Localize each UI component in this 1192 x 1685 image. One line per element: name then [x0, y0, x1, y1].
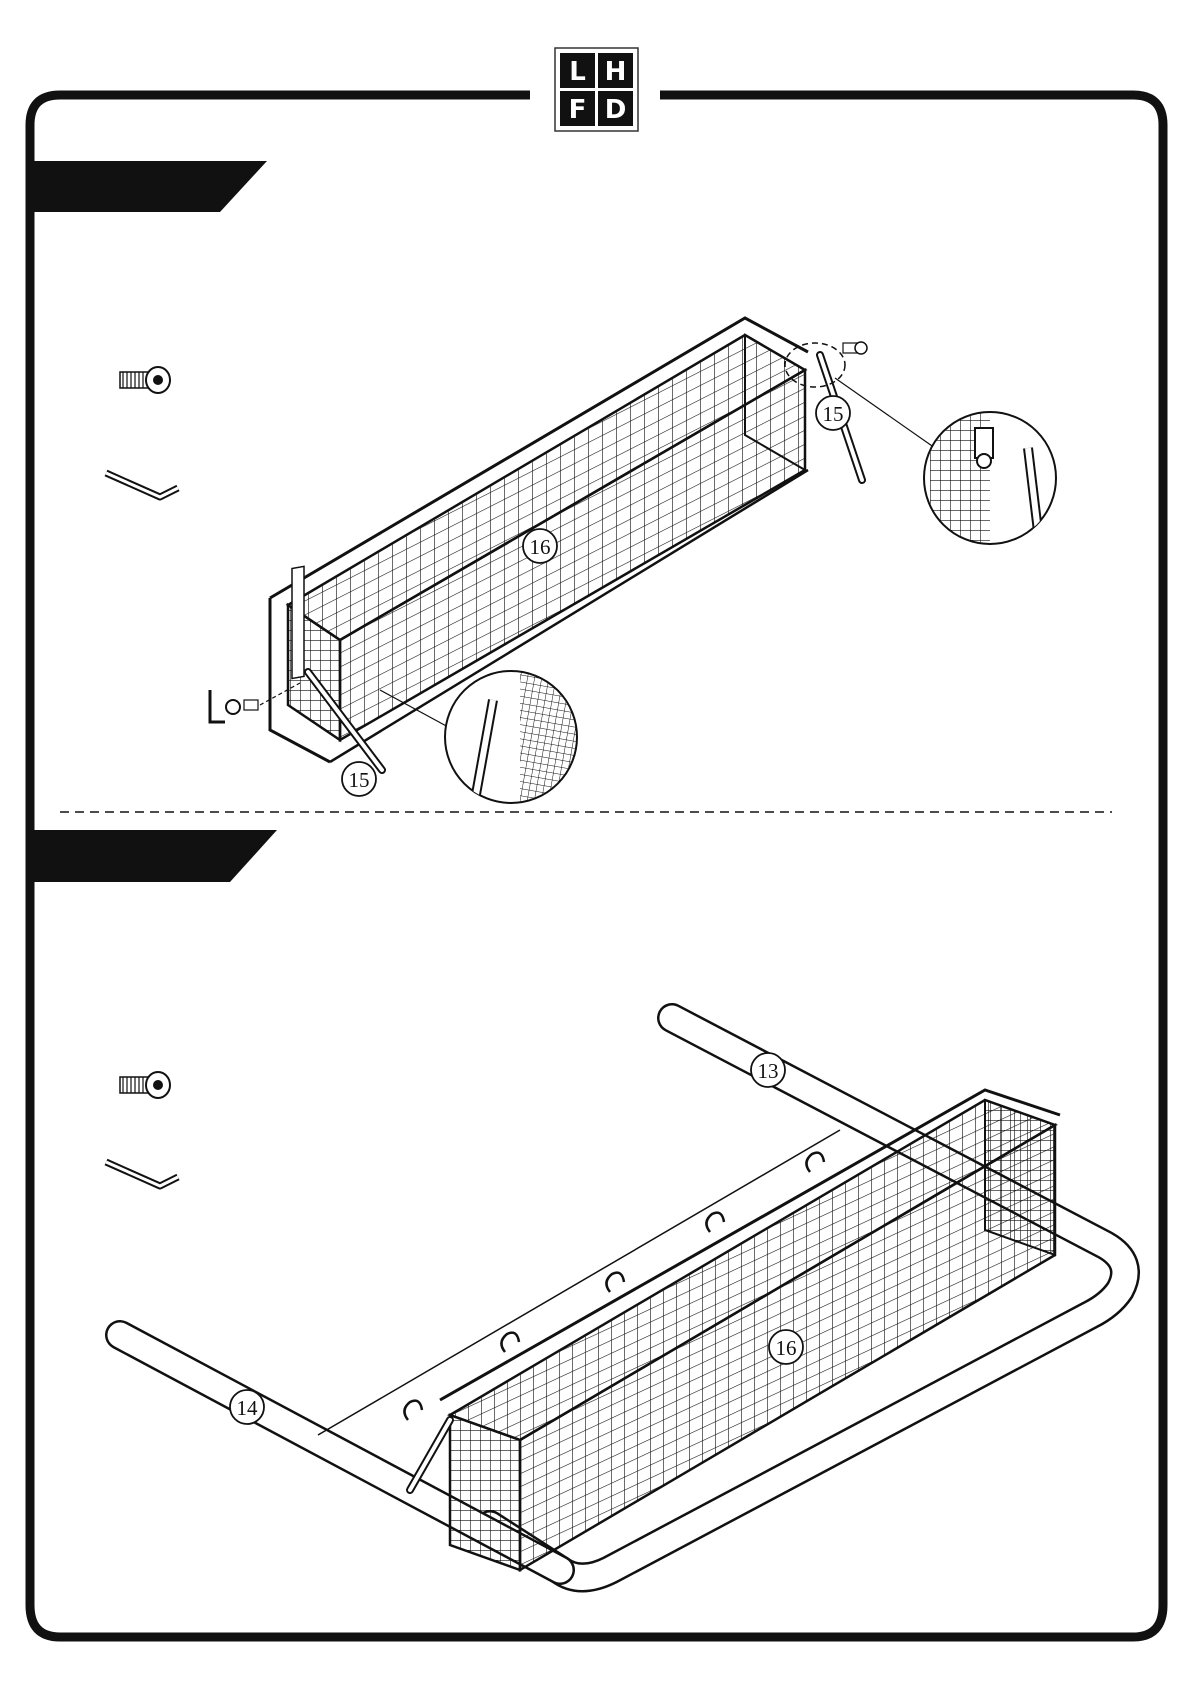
svg-text:13: 13: [758, 1059, 779, 1083]
allen-key-icon: [106, 1162, 178, 1186]
step-2-header-tab: [34, 830, 277, 882]
step-1-section: 16 15 15: [34, 161, 1056, 810]
allen-key-icon: [106, 473, 178, 497]
part-label-15-top: 15: [816, 396, 850, 430]
logo-letter-h: H: [605, 57, 627, 87]
hex-bolt-icon: [120, 367, 170, 393]
part-label-16: 16: [523, 529, 557, 563]
svg-text:15: 15: [823, 402, 844, 426]
svg-text:15: 15: [349, 768, 370, 792]
brand-logo: L H F D: [555, 48, 638, 131]
step-2-section: 13 14 16: [34, 830, 1125, 1578]
svg-text:16: 16: [776, 1336, 797, 1360]
part-label-15-bottom: 15: [342, 762, 376, 796]
step-1-header-tab: [34, 161, 267, 212]
part-label-14: 14: [230, 1390, 264, 1424]
part-label-16: 16: [769, 1330, 803, 1364]
logo-letter-d: D: [605, 95, 627, 125]
logo-letter-f: F: [569, 95, 587, 125]
svg-text:14: 14: [237, 1396, 259, 1420]
svg-text:16: 16: [530, 535, 551, 559]
logo-letter-l: L: [569, 57, 586, 87]
part-label-13: 13: [751, 1053, 785, 1087]
hex-bolt-icon: [120, 1072, 170, 1098]
detail-magnifier-icon: [835, 378, 1056, 550]
